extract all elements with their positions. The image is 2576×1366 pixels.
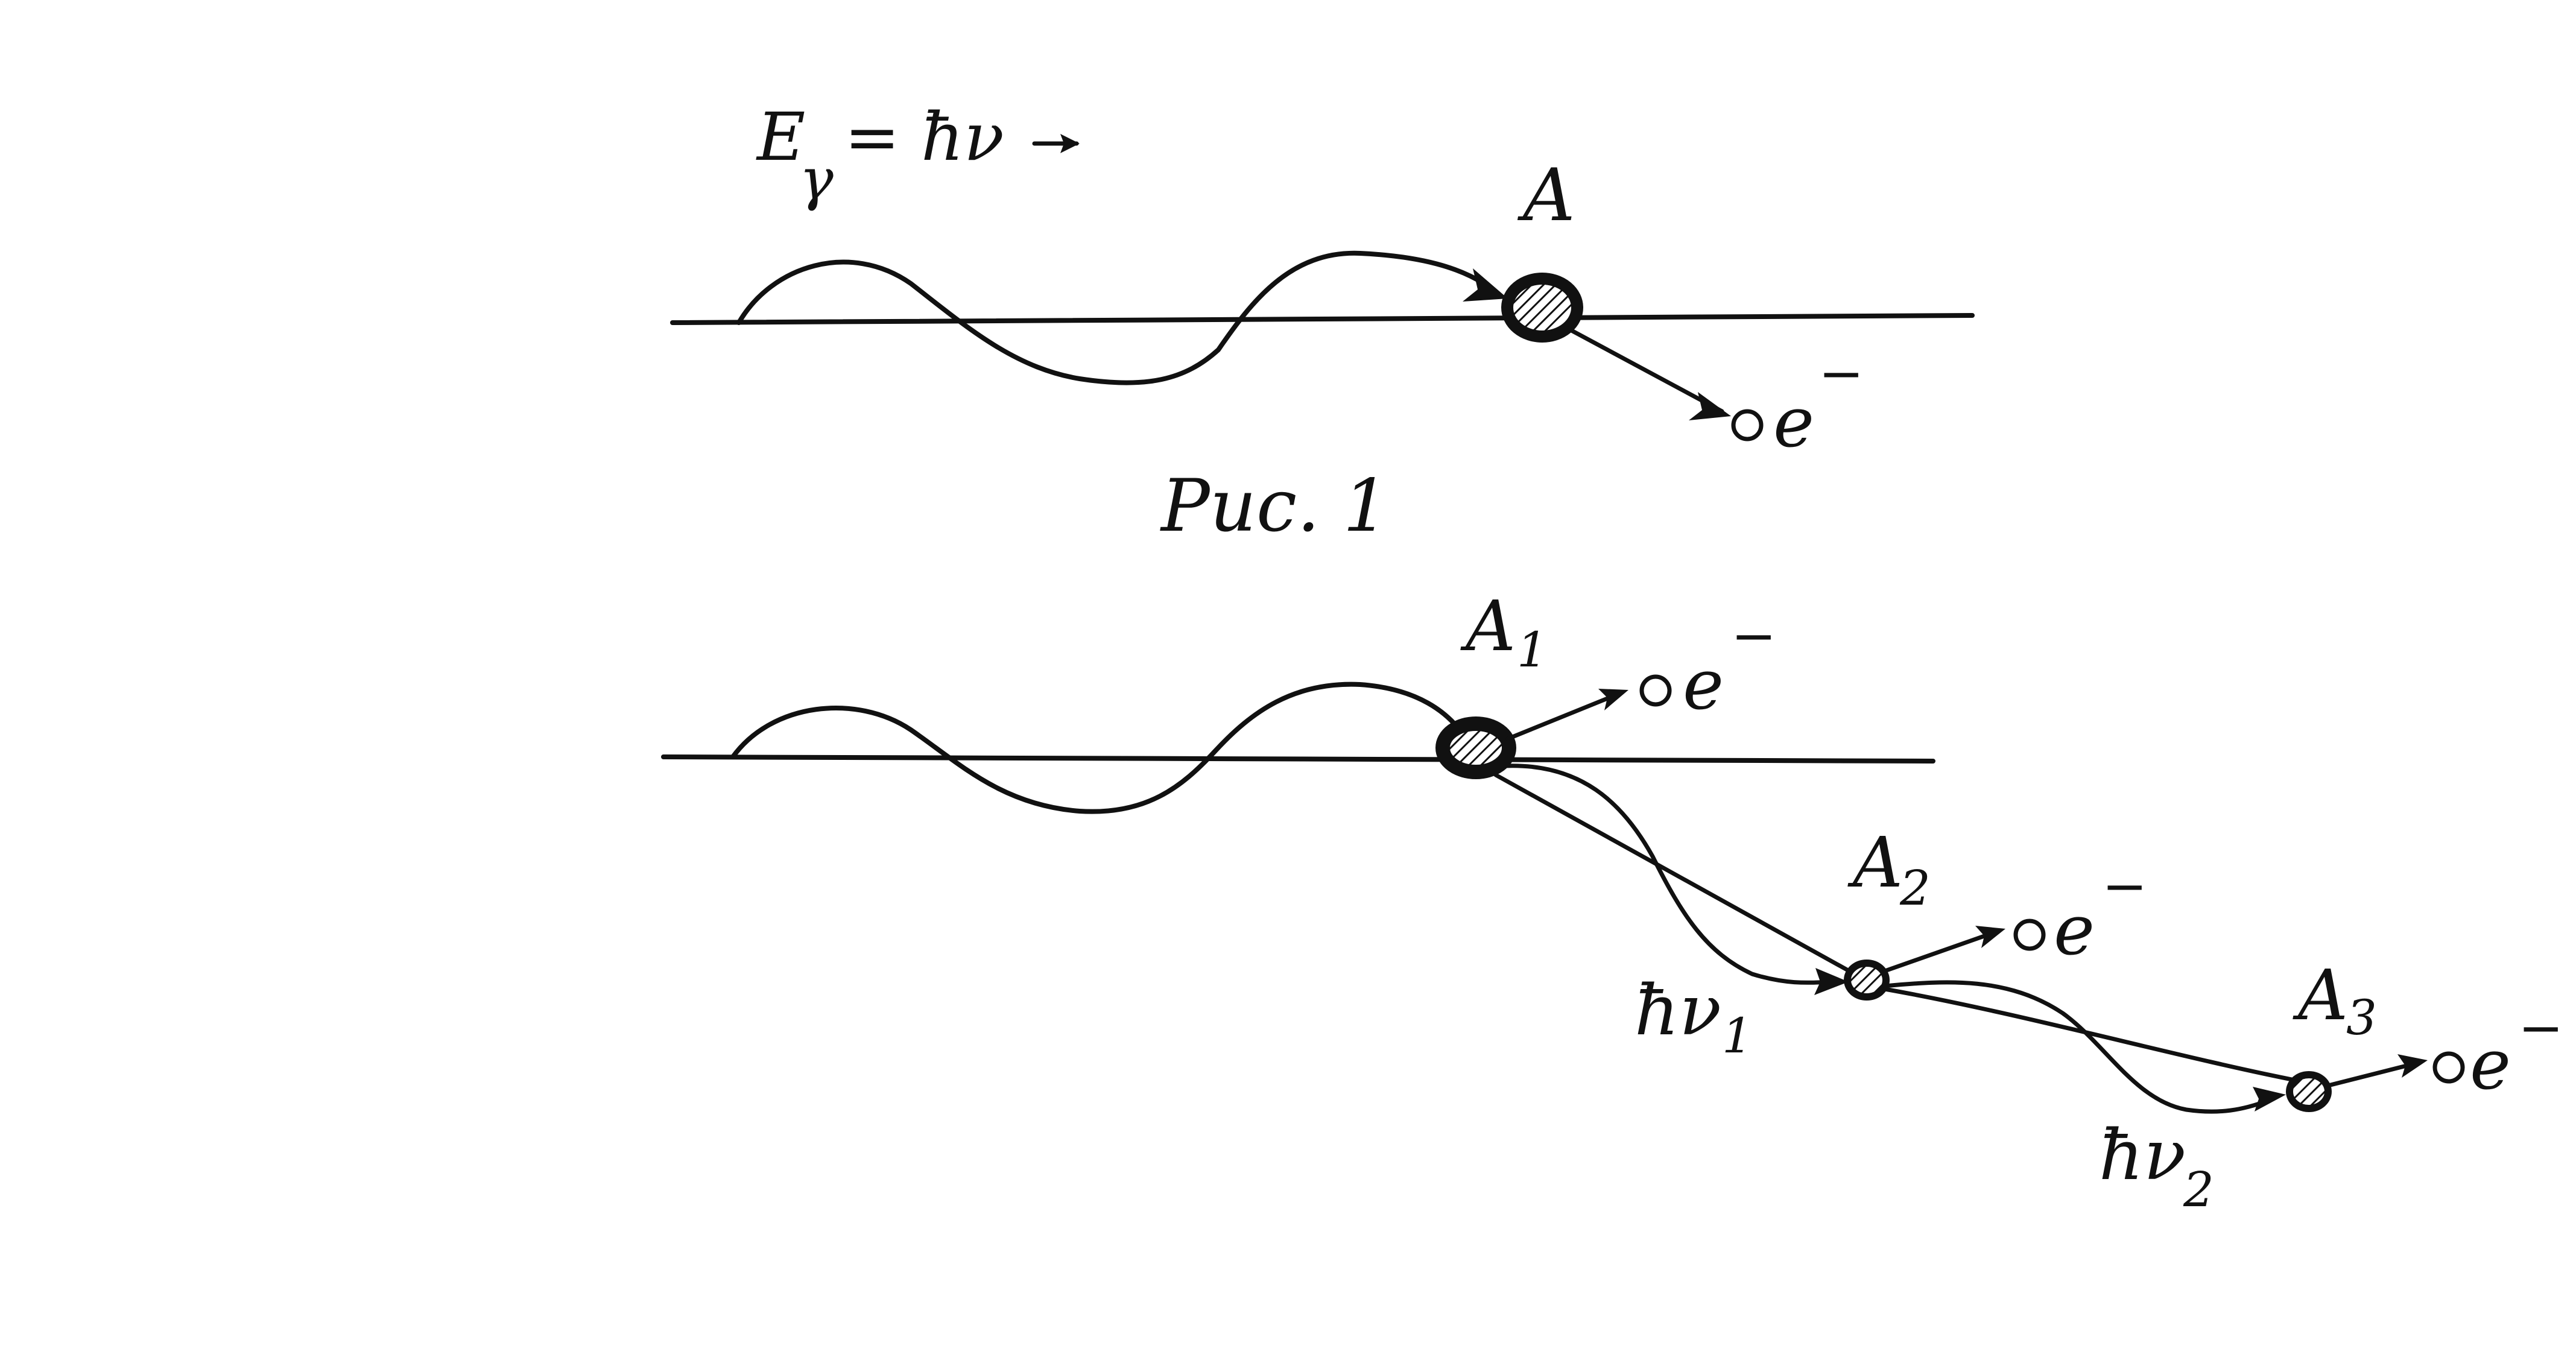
figure-2-atom-a2-label: A	[1847, 823, 1903, 903]
figure-2-photon-2-arrowhead-icon	[2253, 1087, 2286, 1111]
figure-2-a2-electron-arrowhead-icon	[1975, 926, 2005, 948]
figure-2-photon-2-label: ħν	[2099, 1115, 2186, 1196]
figure-2-a3-electron-charge: −	[2518, 996, 2563, 1060]
figure-2: A 1 e − ħν 1 A 2 e − ħν 2	[661, 586, 2563, 1218]
figure-2-photon-1-arrowhead-icon	[1814, 968, 1849, 995]
figure-1-electron-charge: −	[1818, 342, 1864, 405]
formula-energy-symbol: E	[756, 98, 805, 175]
figure-1-electron-label: e	[1773, 382, 1814, 463]
figure-1-atom-a-label: A	[1517, 154, 1575, 238]
photon-energy-formula: E γ = ħν	[756, 98, 1080, 213]
figure-2-atom-a2-subscript: 2	[1899, 860, 1931, 916]
figure-2-incoming-photon-wave	[730, 681, 1462, 814]
figure-2-photon-1-wave	[1502, 764, 1833, 985]
figure-1-electron-circle-icon	[1731, 409, 1764, 441]
figure-2-photon-2-wave	[1882, 980, 2270, 1114]
figure-1-atom-a: A	[1501, 154, 1583, 343]
figure-2-photon-1-label: ħν	[1635, 970, 1721, 1051]
figure-2-a1-a2-trajectory	[1493, 773, 1857, 976]
figure-2-atom-a2: A 2	[1844, 823, 1931, 1001]
figure-2-a2-electron-circle-icon	[2013, 919, 2046, 951]
figure-2-axis-line	[661, 754, 1935, 764]
figure-1-photon-arrowhead-icon	[1463, 268, 1508, 302]
figure-2-photon-2-subscript: 2	[2183, 1162, 2214, 1218]
formula-direction-arrowhead-icon	[1060, 134, 1080, 153]
figure-2-photon-1-subscript: 1	[1722, 1008, 1753, 1064]
figure-1-incoming-photon-wave	[736, 250, 1486, 385]
figure-1: E γ = ħν A e − Рис. 1	[670, 98, 1975, 548]
figure-2-a1-electron-charge: −	[1731, 604, 1776, 668]
formula-gamma-subscript: γ	[799, 147, 834, 213]
figure-1-caption: Рис. 1	[1160, 464, 1389, 548]
figure-2-a2-electron-path	[1882, 929, 1999, 973]
figure-2-a1-electron-path	[1505, 691, 1622, 741]
figure-2-atom-a1-label: A	[1460, 586, 1516, 667]
figure-2-atom-a3-subscript: 3	[2346, 990, 2377, 1046]
figure-2-a1-electron-arrowhead-icon	[1598, 689, 1628, 710]
figure-2-a2-electron-charge: −	[2102, 855, 2147, 918]
figure-2-a1-electron-circle-icon	[1639, 674, 1672, 707]
figure-2-atom-a3-label: A	[2293, 955, 2348, 1036]
formula-equals-h-nu: = ħν	[844, 98, 1004, 175]
figure-2-atom-a1-subscript: 1	[1517, 622, 1548, 678]
figure-1-electron-path	[1566, 326, 1724, 414]
figure-2-a3-electron-circle-icon	[2432, 1051, 2465, 1084]
figure-2-atom-a1: A 1	[1435, 586, 1548, 779]
figure-2-a2-a3-trajectory	[1882, 987, 2294, 1082]
figure-2-atom-a3: A 3	[2286, 955, 2377, 1112]
figure-2-a3-electron-path	[2326, 1060, 2421, 1088]
figure-1-electron-arrowhead-icon	[1689, 392, 1731, 420]
figure-2-a3-electron-label: e	[2470, 1025, 2511, 1105]
figure-2-a1-electron-label: e	[1683, 645, 1724, 726]
figure-2-a2-electron-label: e	[2054, 890, 2095, 971]
figure-2-a3-electron-arrowhead-icon	[2397, 1054, 2428, 1078]
figure-1-axis-line	[670, 313, 1975, 325]
